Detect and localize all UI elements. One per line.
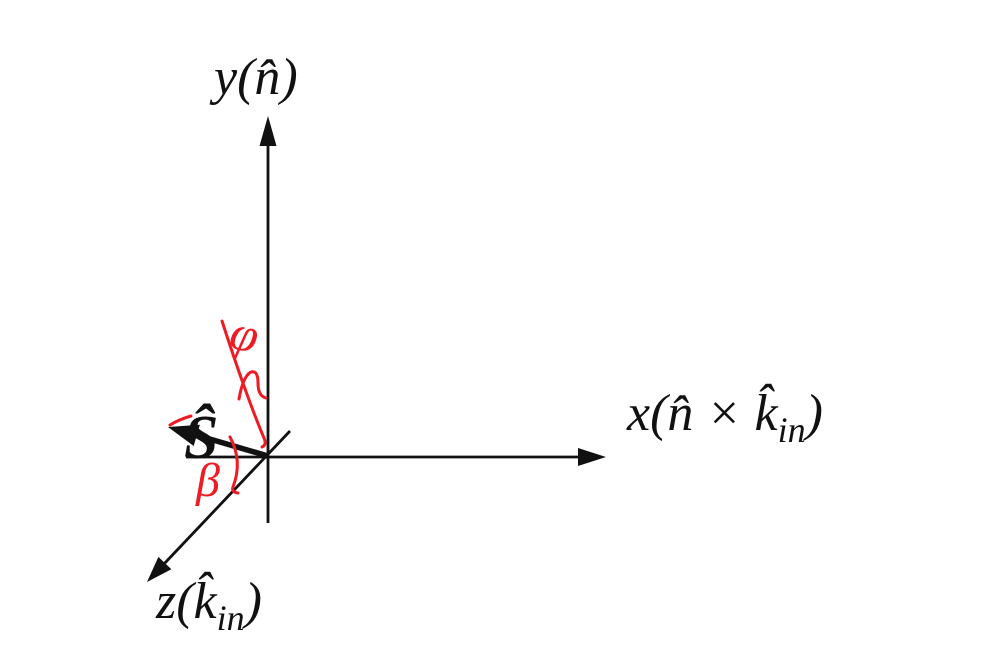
y-axis-label: y(n̂) — [209, 49, 298, 106]
z-axis-label-subscript: in — [217, 598, 245, 638]
x-axis-label: x(n̂ × k̂in) — [626, 383, 823, 450]
z-axis-line — [161, 430, 292, 566]
beta-angle-arc — [228, 435, 240, 495]
s-vector-shaft — [195, 432, 269, 459]
s-vector-arrowhead-icon — [168, 424, 200, 446]
s-vector-tick-mark — [168, 414, 193, 427]
x-axis — [186, 448, 606, 466]
phi-reference-line — [220, 319, 267, 449]
z-axis-label-main: z(k̂ — [155, 571, 218, 630]
x-axis-label-close: ) — [803, 385, 823, 442]
x-axis-arrowhead-icon — [578, 448, 606, 466]
x-axis-label-subscript: in — [778, 410, 806, 450]
y-axis-arrowhead-icon — [259, 116, 277, 146]
phi-angle-label: φ — [225, 303, 265, 364]
z-axis — [147, 430, 292, 582]
z-axis-label-close: ) — [242, 573, 262, 630]
red-annotations: φ β — [168, 303, 268, 507]
y-axis — [259, 116, 277, 523]
phi-angle-tick — [237, 370, 268, 401]
beta-angle-label: β — [195, 454, 220, 507]
z-axis-label: z(k̂in) — [155, 571, 262, 638]
z-axis-arrowhead-icon — [147, 556, 172, 582]
x-axis-label-main: x(n̂ × k̂ — [626, 383, 778, 442]
s-vector — [168, 424, 269, 459]
